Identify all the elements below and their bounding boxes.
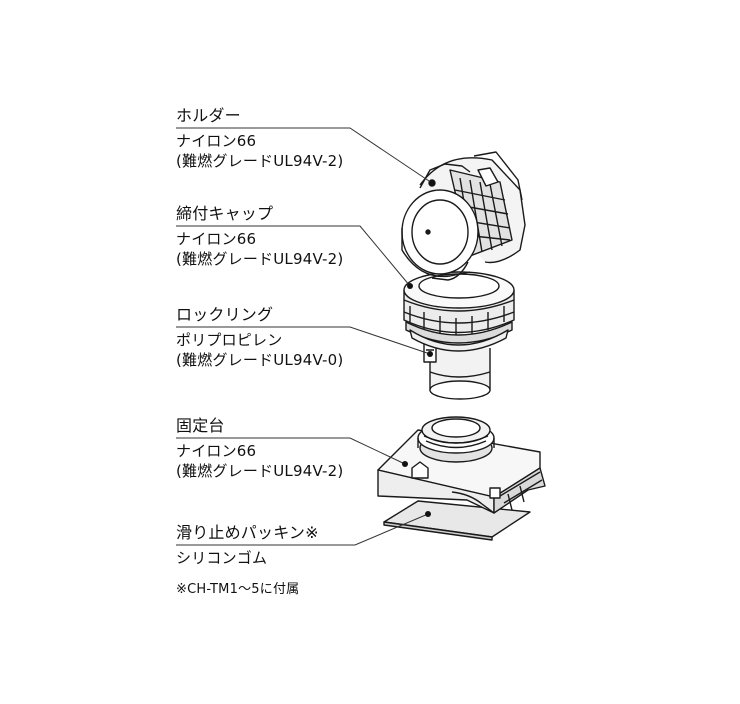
leader-cap [176, 225, 411, 287]
cap-grade: (難燃グレードUL94V-2) [176, 250, 344, 268]
base-name: 固定台 [176, 416, 225, 435]
leader-lines [176, 127, 435, 546]
ring-name: ロックリング [176, 305, 274, 324]
base-grade: (難燃グレードUL94V-2) [176, 462, 344, 480]
footnote: ※CH-TM1～5に付属 [176, 582, 300, 597]
packing-name: 滑り止めパッキン※ [176, 523, 319, 542]
ring-material: ポリプロピレン [176, 331, 283, 349]
base-material: ナイロン66 [176, 442, 257, 460]
leader-ring [176, 326, 431, 355]
cap-name: 締付キャップ [176, 204, 274, 223]
anti-slip-packing-shape [383, 500, 531, 541]
fixing-base-shape [377, 416, 546, 514]
packing-material: シリコンゴム [176, 549, 268, 567]
cap-material: ナイロン66 [176, 230, 257, 248]
leader-base [176, 437, 406, 465]
holder-shape [401, 151, 526, 281]
leader-packing [176, 513, 429, 546]
holder-grade: (難燃グレードUL94V-2) [176, 152, 344, 170]
holder-material: ナイロン66 [176, 132, 257, 150]
ring-grade: (難燃グレードUL94V-0) [176, 351, 344, 369]
leader-holder [176, 127, 433, 184]
holder-name: ホルダー [176, 106, 241, 125]
locking-ring-shape [423, 335, 491, 400]
tightening-cap-shape [403, 271, 515, 352]
